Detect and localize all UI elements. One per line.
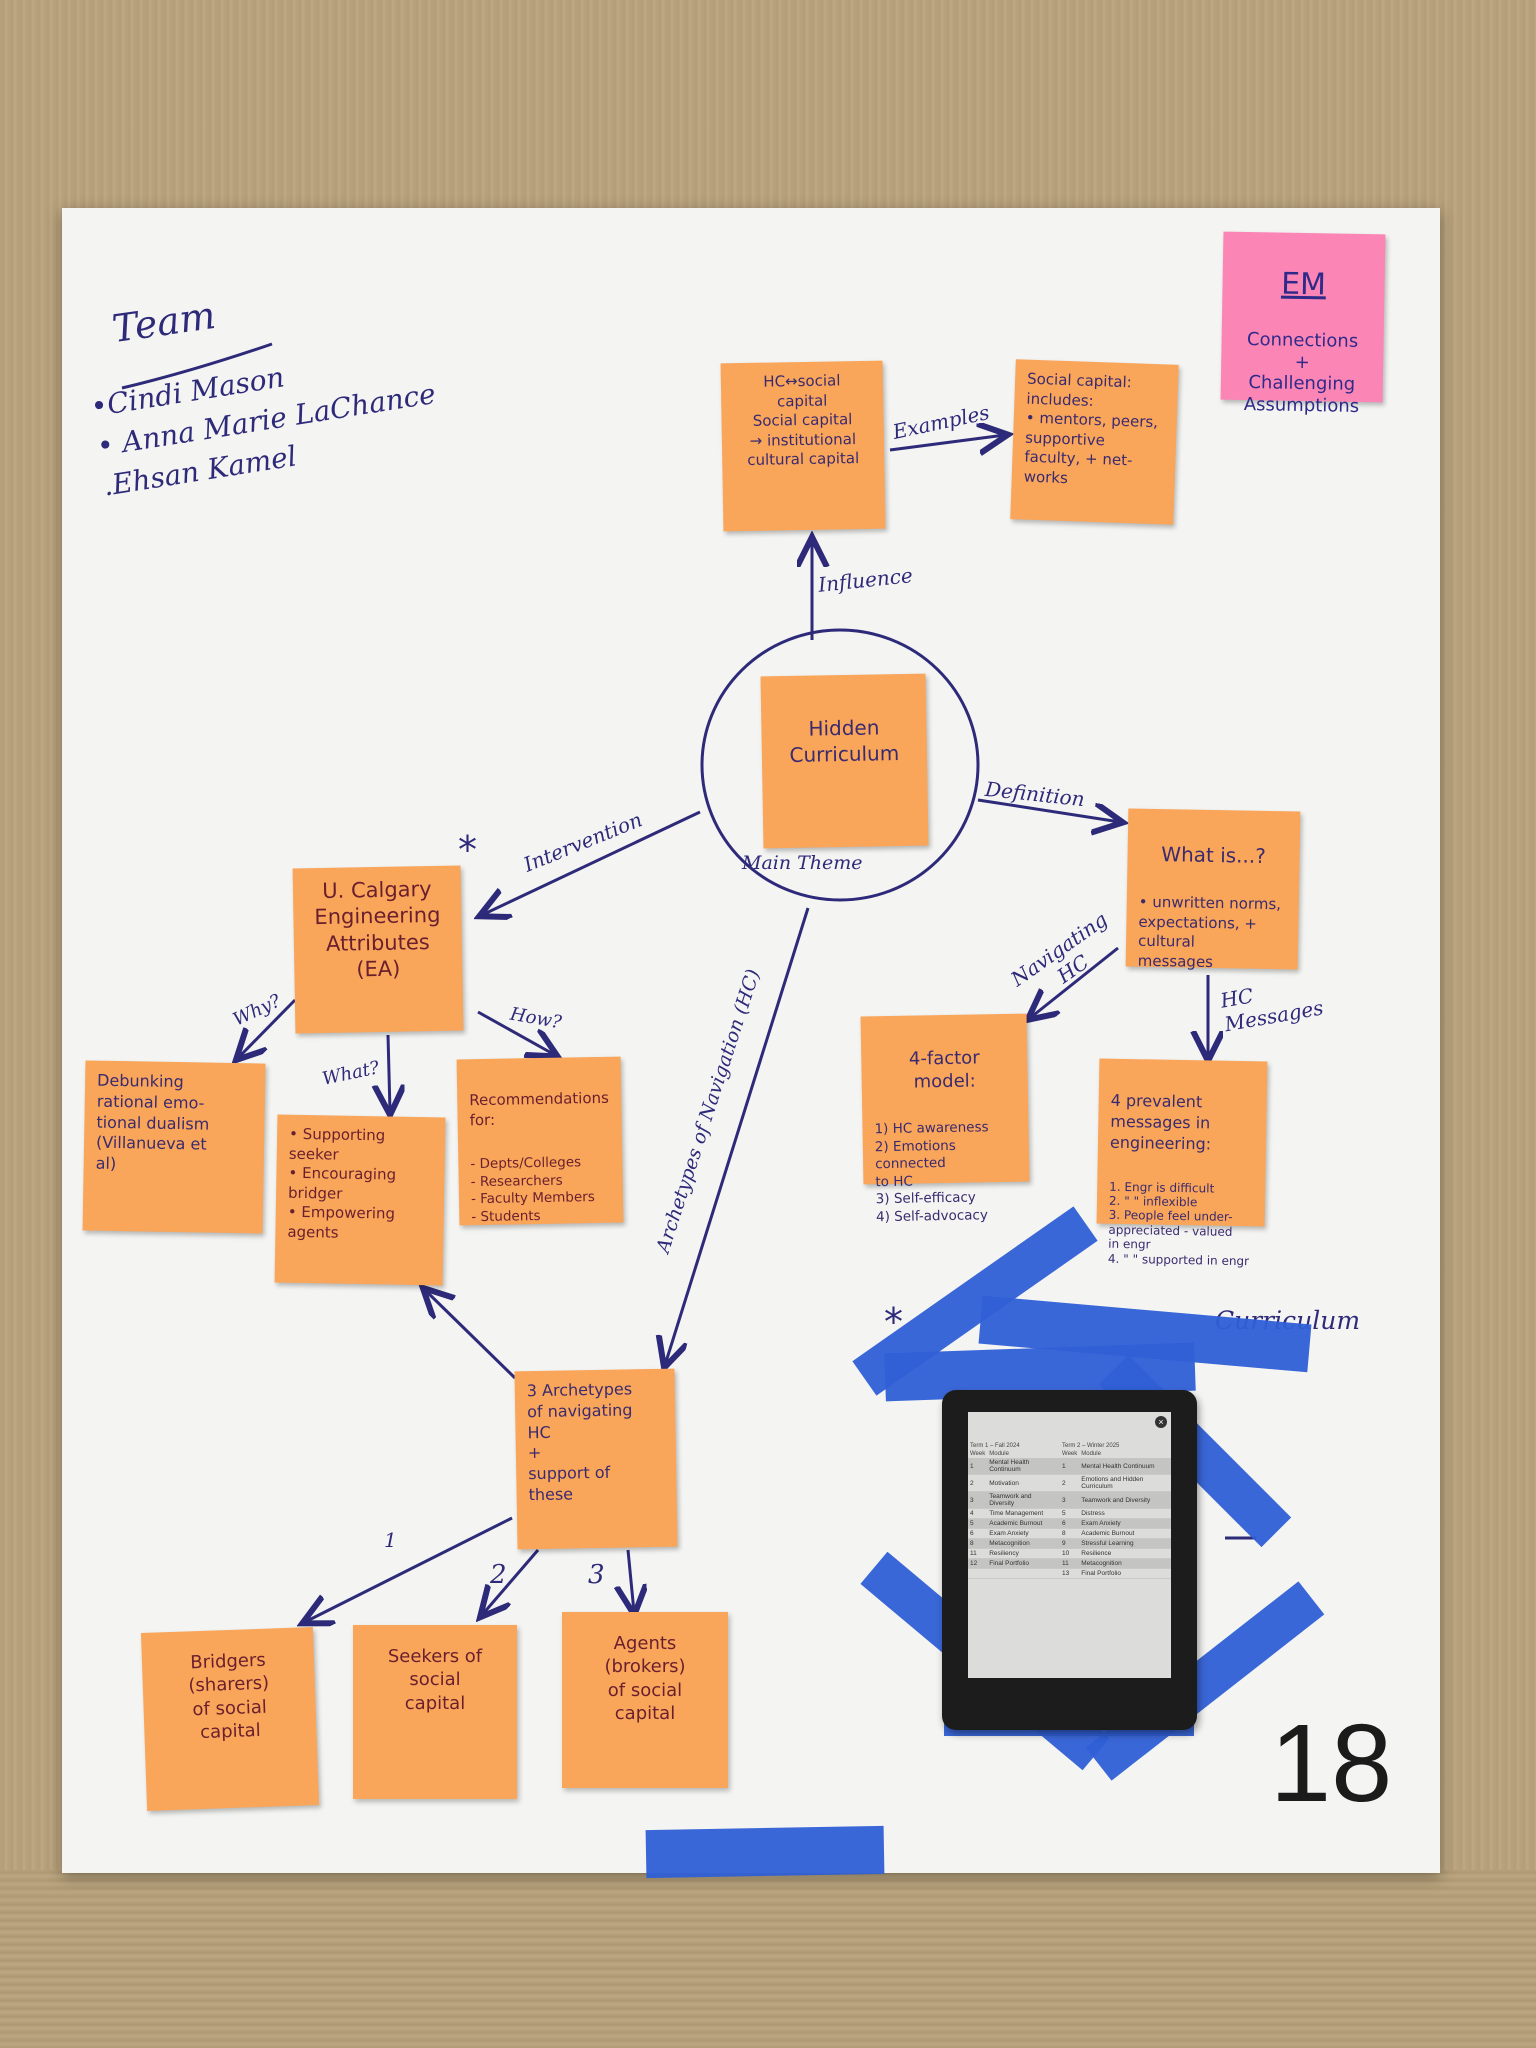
- back-to-supporting-arrow: [425, 1290, 517, 1380]
- seekers-note: Seekers of social capital: [353, 1625, 517, 1799]
- recommendations-body: - Depts/Colleges - Researchers - Faculty…: [470, 1154, 595, 1226]
- prevalent-messages-note: 4 prevalent messages in engineering: 1. …: [1096, 1058, 1268, 1268]
- what-arrow: [388, 1034, 390, 1112]
- navigating-hc-arrow: [1030, 946, 1119, 1018]
- prevalent-title: 4 prevalent messages in engineering:: [1109, 1090, 1212, 1154]
- ereader-tablet: × Term 1 – Fall 2024 Term 2 – Winter 202…: [942, 1390, 1197, 1730]
- arrow-2: [482, 1549, 540, 1615]
- main-theme-caption: Main Theme: [742, 852, 863, 874]
- number-1-label: 1: [384, 1528, 397, 1552]
- bridgers-note: Bridgers (sharers) of social capital: [140, 1627, 320, 1811]
- ucalgary-ea-note: U. Calgary Engineering Attributes (EA): [292, 865, 464, 1034]
- prevalent-body: 1. Engr is difficult 2. " " inflexible 3…: [1107, 1179, 1250, 1268]
- what-is-note: What is...? • unwritten norms, expectati…: [1125, 808, 1301, 971]
- main-theme-circle: [700, 628, 980, 902]
- what-is-body: • unwritten norms, expectations, + cultu…: [1137, 892, 1282, 971]
- hc-social-capital-note: HC↔social capital Social capital → insti…: [720, 360, 886, 532]
- arrow-3: [628, 1549, 634, 1612]
- em-text: Connections + Challenging Assumptions: [1243, 329, 1360, 417]
- why-arrow: [238, 998, 297, 1058]
- blue-tape-bottom: [645, 1825, 885, 1879]
- column-header: Module: [989, 1451, 1009, 1457]
- social-capital-includes-note: Social capital: includes: • mentors, pee…: [1010, 359, 1179, 525]
- column-header: Module: [1081, 1451, 1101, 1457]
- four-factor-body: 1) HC awareness 2) Emotions connected to…: [874, 1119, 989, 1225]
- term1-header: Term 1 – Fall 2024: [970, 1443, 1020, 1449]
- supporting-seeker-note: • Supporting seeker • Encouraging bridge…: [274, 1114, 446, 1286]
- hidden-curriculum-note: Hidden Curriculum: [760, 673, 929, 849]
- three-archetypes-note: 3 Archetypes of navigating HC + support …: [514, 1368, 678, 1550]
- curriculum-table: Term 1 – Fall 2024 Term 2 – Winter 2025 …: [968, 1442, 1171, 1579]
- four-factor-model-note: 4-factor model: 1) HC awareness 2) Emoti…: [860, 1013, 1030, 1225]
- number-3-label: 3: [588, 1560, 605, 1590]
- asterisk-mark: *: [458, 828, 477, 872]
- close-icon[interactable]: ×: [1155, 1416, 1167, 1428]
- wall-lower-panel: [0, 1870, 1536, 2048]
- em-note: EM Connections + Challenging Assumptions: [1220, 231, 1386, 417]
- archetypes-nav-arrow: [665, 907, 810, 1365]
- how-arrow: [477, 1010, 555, 1055]
- recommendations-title: Recommendations for:: [469, 1088, 610, 1129]
- intervention-arrow: [482, 810, 701, 915]
- what-is-title: What is...?: [1161, 842, 1267, 869]
- definition-arrow: [977, 798, 1120, 822]
- term2-header: Term 2 – Winter 2025: [1062, 1443, 1120, 1449]
- agents-note: Agents (brokers) of social capital: [562, 1612, 728, 1788]
- debunking-note: Debunking rational emo- tional dualism (…: [82, 1060, 266, 1234]
- recommendations-note: Recommendations for: - Depts/Colleges - …: [456, 1056, 624, 1226]
- examples-arrow: [889, 435, 1005, 450]
- page-number: 18: [1270, 1702, 1393, 1825]
- tablet-screen: × Term 1 – Fall 2024 Term 2 – Winter 202…: [968, 1412, 1171, 1678]
- em-title: EM: [1280, 266, 1327, 303]
- arrow-1: [305, 1516, 513, 1622]
- number-2-label: 2: [490, 1560, 507, 1590]
- four-factor-title: 4-factor model:: [908, 1047, 980, 1094]
- column-header: Week: [970, 1451, 986, 1457]
- column-header: Week: [1062, 1451, 1078, 1457]
